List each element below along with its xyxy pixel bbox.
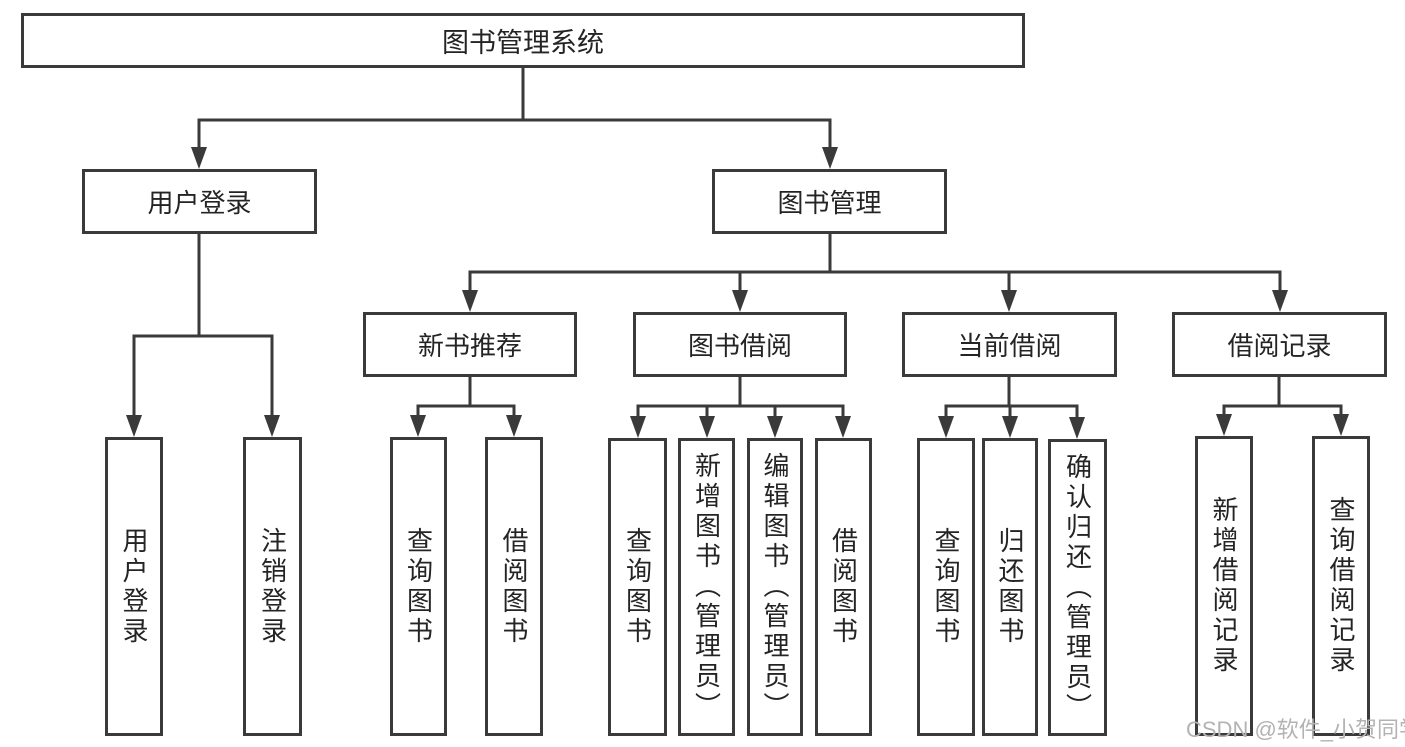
node-label: 查询图书 [931,527,961,647]
node-edit-books-admin-leaf: 编辑图书（管理员） [747,438,803,736]
node-label: 新增图书（管理员） [691,452,722,722]
csdn-watermark: CSDN @软件_小贺同学 [1186,717,1405,742]
node-root: 图书管理系统 [21,13,1025,68]
node-label: 编辑图书（管理员） [760,452,790,722]
node-return-books-leaf: 归还图书 [982,438,1038,736]
node-current-borrow: 当前借阅 [902,312,1117,377]
node-label: 图书管理 [777,188,882,218]
node-label: 借阅图书 [828,527,859,647]
node-query-books-leaf: 查询图书 [917,438,975,736]
node-label: 查询图书 [403,526,434,647]
node-label: 查询图书 [622,527,653,647]
node-borrow-books-leaf: 借阅图书 [815,438,872,736]
node-label: 当前借阅 [957,331,1062,361]
node-add-borrow-record-leaf: 新增借阅记录 [1195,436,1253,736]
book-borrow-connectors [630,377,851,438]
node-logout-leaf: 注销登录 [243,437,302,736]
node-query-books-leaf: 查询图书 [390,437,447,736]
node-label: 归还图书 [995,527,1025,647]
root-connectors [191,68,838,169]
borrow-record-connectors [1216,377,1349,436]
node-label: 确认归还（管理员） [1062,452,1093,723]
node-confirm-return-admin-leaf: 确认归还（管理员） [1048,439,1107,736]
node-borrow-books-leaf: 借阅图书 [485,437,543,736]
node-label: 用户登录 [119,526,149,647]
node-label: 新书推荐 [417,331,522,361]
node-root-label: 图书管理系统 [442,28,604,58]
node-query-books-leaf: 查询图书 [608,438,667,736]
current-borrow-connectors [938,377,1085,439]
node-label: 查询借阅记录 [1326,496,1356,676]
new-books-connectors [410,377,522,437]
node-book-borrow: 图书借阅 [633,312,847,377]
node-user-login-leaf: 用户登录 [105,437,163,736]
node-label: 新增借阅记录 [1209,496,1239,676]
node-label: 注销登录 [257,526,288,647]
node-new-books: 新书推荐 [363,312,577,377]
node-query-borrow-record-leaf: 查询借阅记录 [1312,436,1370,736]
node-label: 借阅图书 [499,526,529,647]
management-branch-connectors [462,234,1288,312]
node-user-login: 用户登录 [82,169,317,234]
node-borrow-record: 借阅记录 [1172,312,1387,377]
node-label: 用户登录 [147,188,252,218]
node-label: 借阅记录 [1227,331,1332,361]
login-branch-connectors [126,234,280,437]
node-book-management: 图书管理 [712,169,947,234]
node-label: 图书借阅 [687,331,792,361]
node-add-books-admin-leaf: 新增图书（管理员） [678,438,735,736]
